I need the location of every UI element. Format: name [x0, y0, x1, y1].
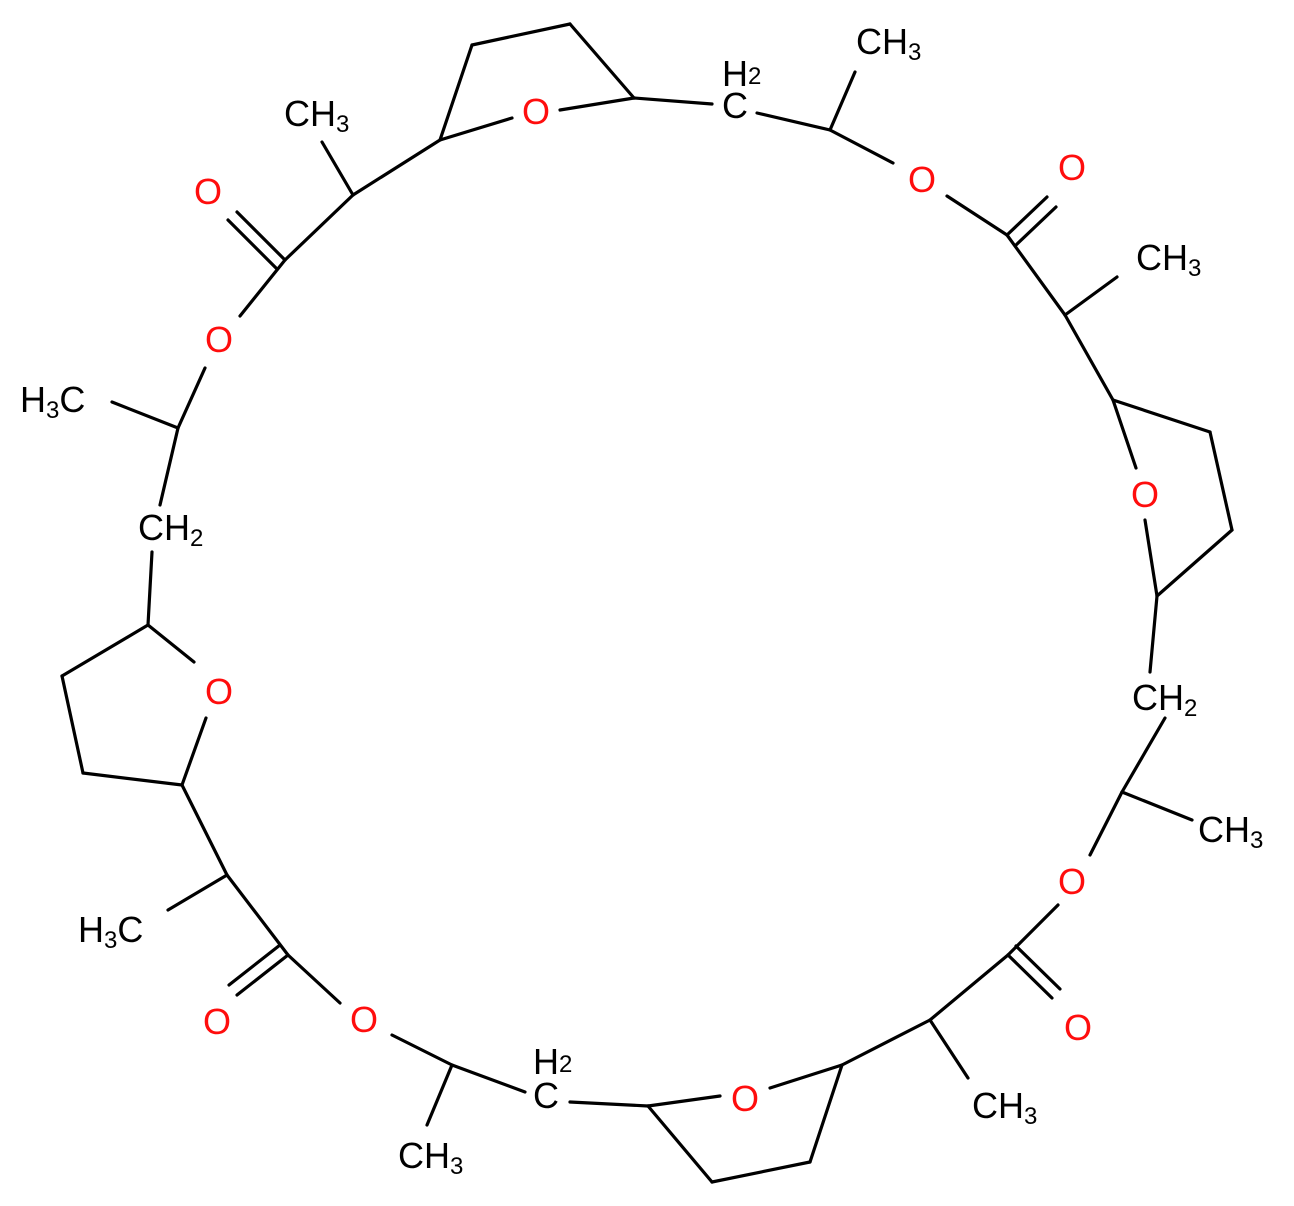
methylene-group-label: H2: [533, 1041, 572, 1082]
bond: [320, 140, 355, 197]
methylene-group-label: C: [722, 85, 748, 126]
bond: [1143, 518, 1159, 598]
bond: [110, 400, 180, 430]
bond: [180, 783, 229, 877]
methylene-group-label: C: [533, 1075, 559, 1116]
bond: [166, 873, 229, 912]
bond: [235, 210, 287, 262]
ester-oxygen: O: [350, 999, 378, 1040]
bond: [351, 138, 442, 197]
bond: [1006, 953, 1054, 1000]
ester-oxygen: O: [1058, 861, 1086, 902]
methyl-group-label: H3C: [78, 909, 143, 954]
methyl-group-label: CH3: [856, 21, 921, 66]
bond: [176, 366, 207, 430]
bond: [146, 550, 154, 627]
methylene-group-label: H2: [722, 53, 761, 94]
bond: [225, 873, 290, 957]
bond: [226, 218, 278, 270]
bond: [1088, 790, 1124, 857]
bond: [840, 1018, 932, 1067]
ring-oxygen: O: [205, 671, 233, 712]
bond: [1014, 205, 1058, 247]
ring-oxygen: O: [731, 1078, 759, 1119]
bond: [390, 1033, 454, 1067]
methylene-group-label: CH2: [138, 507, 203, 552]
methyl-group-label: H3C: [20, 379, 85, 424]
bond: [158, 426, 180, 507]
bond: [425, 1063, 454, 1127]
bond: [710, 1160, 812, 1184]
methyl-group-label: CH3: [398, 1135, 463, 1180]
bond: [945, 194, 1009, 237]
bond: [1155, 528, 1234, 598]
bond: [646, 1104, 714, 1184]
bond: [1208, 430, 1234, 532]
bond: [755, 111, 832, 132]
bond: [238, 258, 287, 318]
ring-oxygen: O: [1131, 474, 1159, 515]
bond: [808, 1063, 844, 1164]
bond: [146, 623, 196, 664]
bond: [568, 22, 636, 100]
bond: [438, 116, 514, 142]
bond-lines: [60, 22, 1234, 1184]
bond: [1063, 313, 1115, 402]
methylene-group-label: CH2: [1132, 677, 1197, 722]
methyl-group-label: CH3: [1198, 809, 1263, 854]
ester-oxygen: O: [205, 319, 233, 360]
bond: [1063, 275, 1119, 317]
bond: [286, 953, 342, 1005]
atom-labels: O O O O O O O O O O O O CH3 CH3 CH3 H3C …: [20, 21, 1263, 1180]
bond: [558, 96, 636, 112]
bond: [1014, 944, 1062, 991]
bond: [1005, 233, 1067, 317]
bond: [227, 943, 282, 987]
bond: [235, 953, 290, 997]
carbonyl-oxygen: O: [203, 1001, 231, 1042]
bond: [180, 716, 208, 787]
bond: [1111, 398, 1138, 470]
bond: [632, 96, 714, 106]
bond: [1120, 716, 1167, 794]
bond: [60, 623, 150, 678]
ring-oxygen: O: [522, 91, 550, 132]
bond: [1005, 195, 1049, 237]
bond: [470, 22, 572, 47]
bond: [828, 128, 895, 165]
bond: [1148, 594, 1159, 674]
bond: [768, 1063, 844, 1090]
bond: [450, 1063, 527, 1094]
bond: [81, 771, 184, 787]
bond: [60, 674, 85, 775]
bond: [928, 953, 1010, 1022]
bond: [928, 1018, 970, 1080]
bond: [283, 193, 355, 262]
ester-oxygen: O: [908, 159, 936, 200]
bond: [646, 1094, 722, 1108]
bond: [568, 1100, 650, 1108]
bond: [828, 70, 857, 132]
carbonyl-oxygen: O: [1064, 1007, 1092, 1048]
bond: [1120, 790, 1194, 822]
carbonyl-oxygen: O: [194, 171, 222, 212]
methyl-group-label: CH3: [972, 1085, 1037, 1130]
methyl-group-label: CH3: [284, 93, 349, 138]
bond: [1111, 398, 1212, 434]
bond: [438, 43, 474, 142]
methyl-group-label: CH3: [1136, 237, 1201, 282]
carbonyl-oxygen: O: [1058, 147, 1086, 188]
